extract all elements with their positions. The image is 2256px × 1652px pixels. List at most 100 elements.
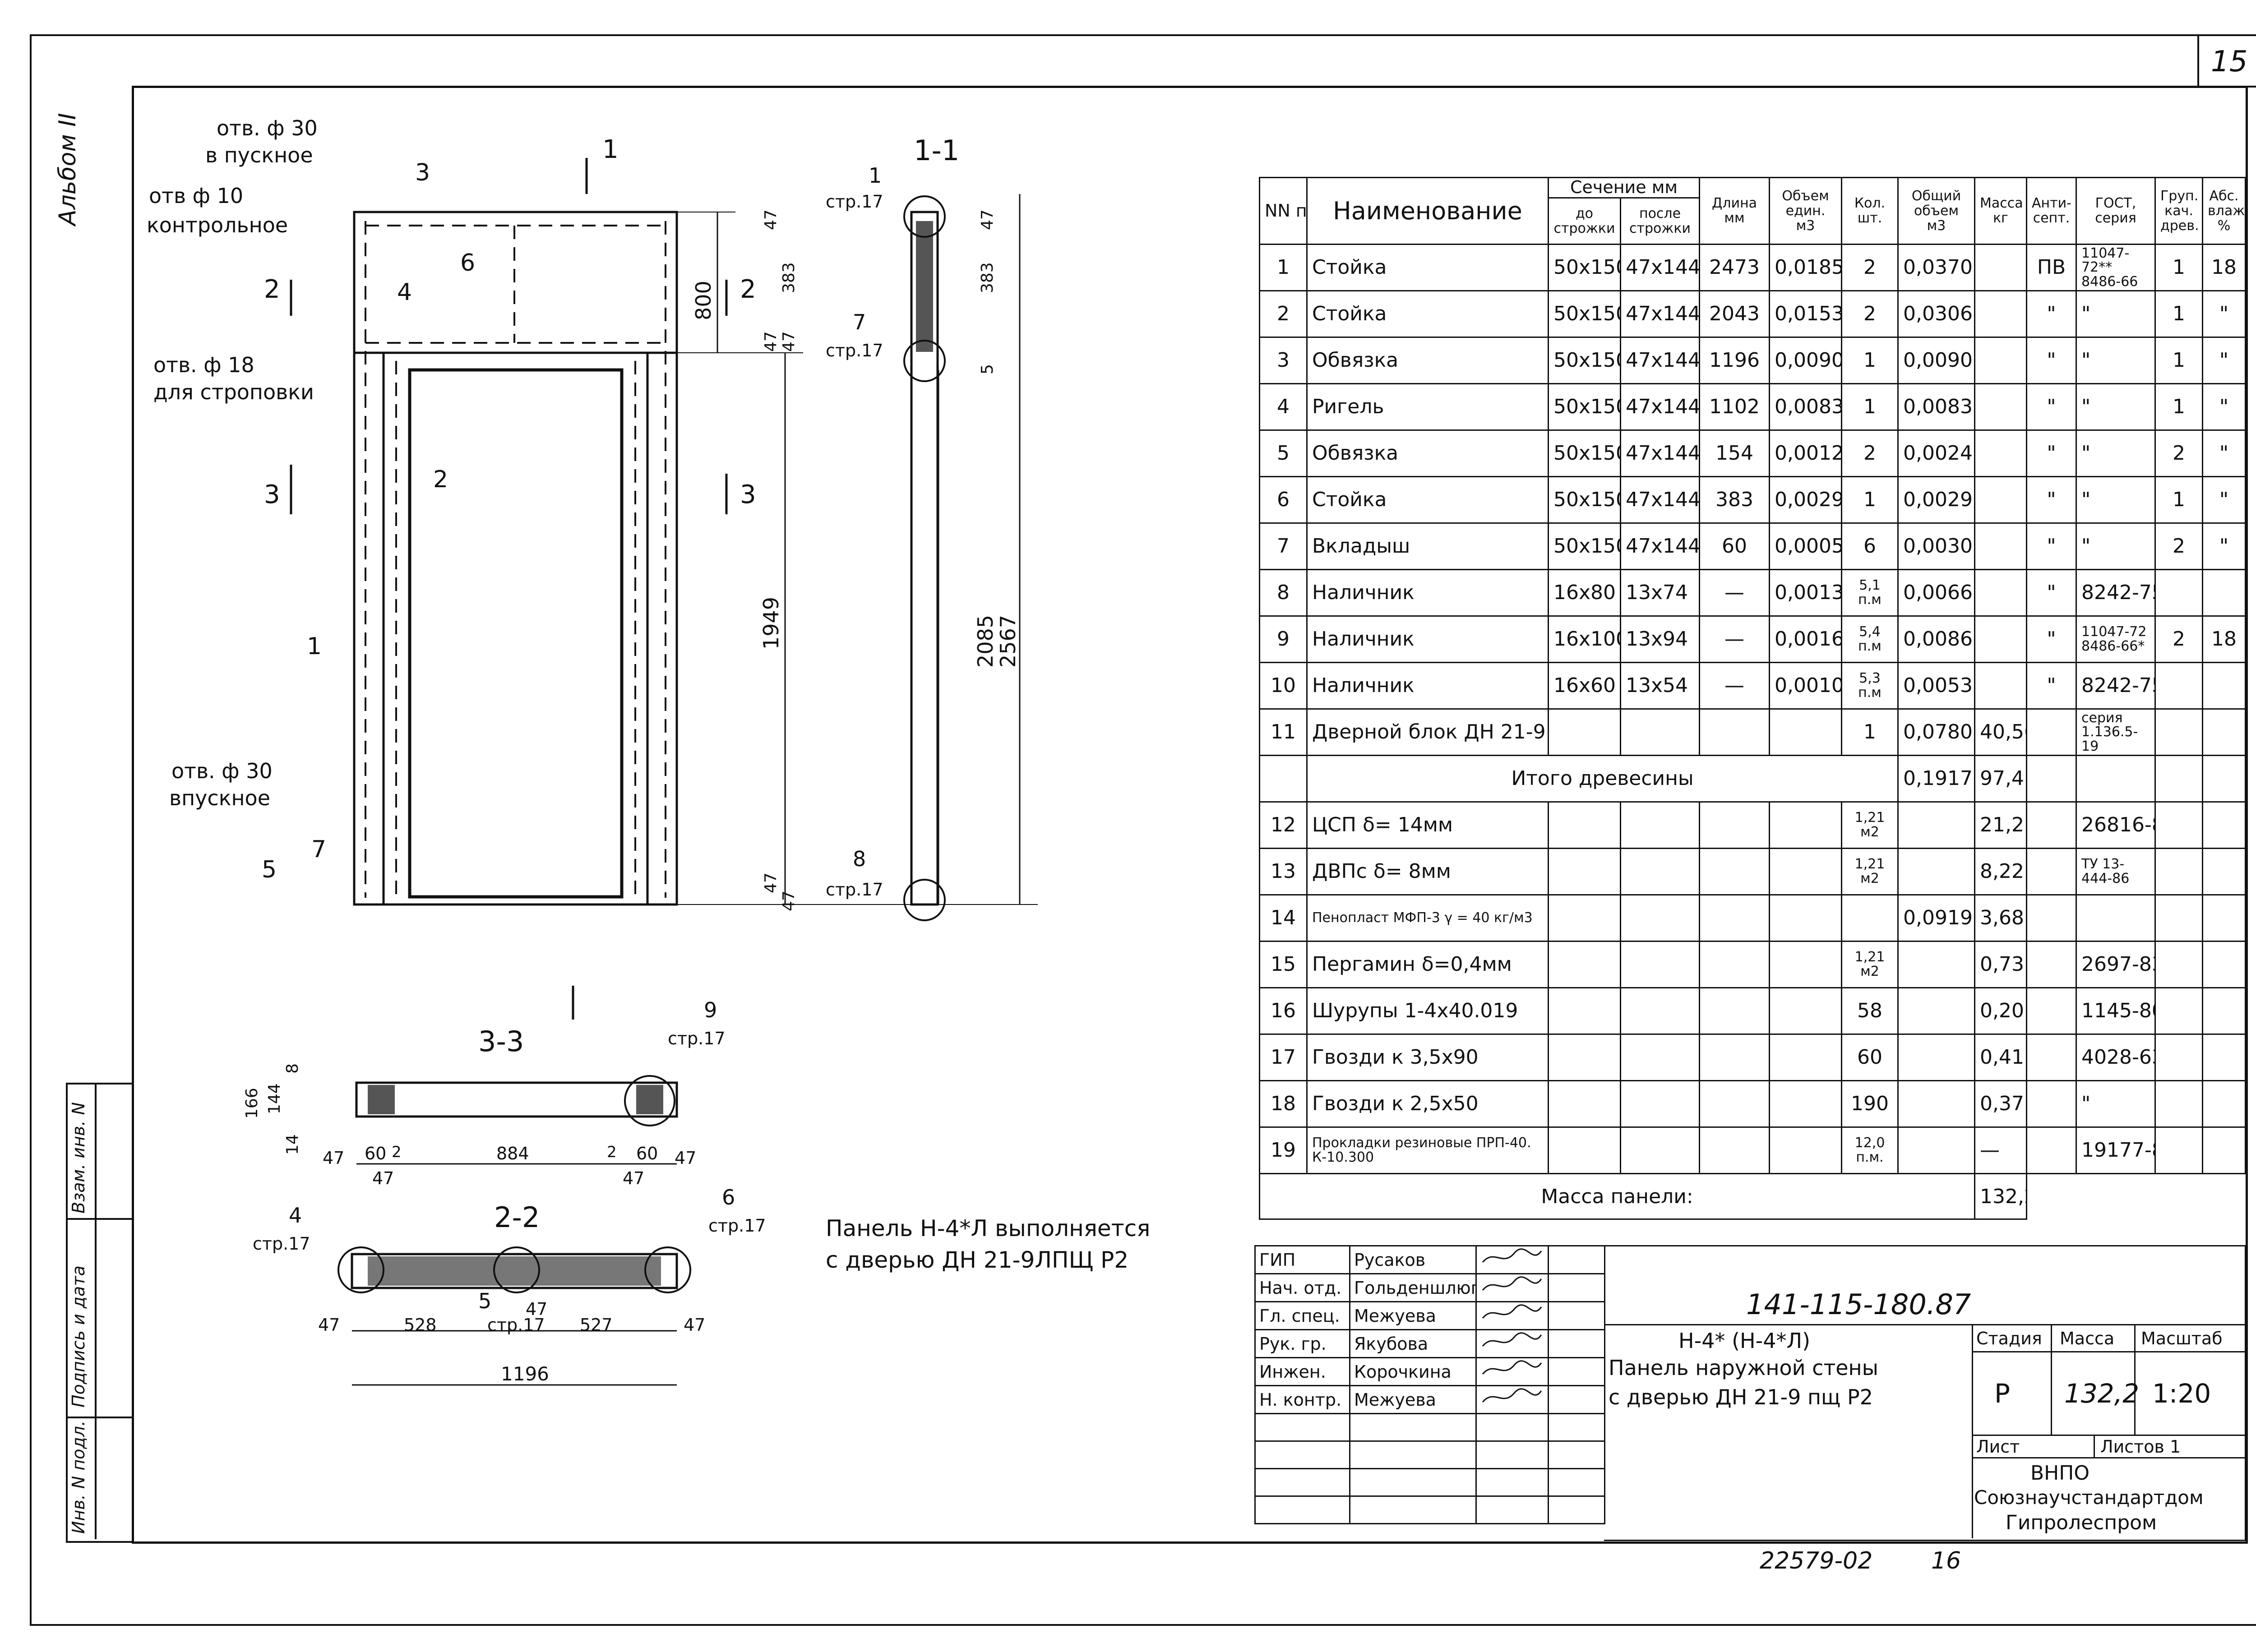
row-gost xyxy=(2076,894,2156,942)
header-moisture: Абс. влаж % xyxy=(2202,177,2247,245)
row-gost: 26816-86 xyxy=(2076,801,2156,849)
row-qty: 1,21 м2 xyxy=(1841,847,1899,895)
section-2-2-dim-47-mid: 47 xyxy=(526,1299,547,1319)
row-mass xyxy=(1974,383,2028,431)
panel-mass-row: Масса панели: 132,2 xyxy=(1258,1172,2246,1220)
row-section-after: 47x144 xyxy=(1619,383,1701,431)
row-moisture: " xyxy=(2202,290,2247,338)
row-qty: 2 xyxy=(1841,243,1899,291)
row-unit-volume: 0,0083 xyxy=(1769,383,1843,431)
note-line-1: Панель Н-4*Л выполняется xyxy=(826,1215,1150,1241)
row-total-volume: 0,0090 xyxy=(1897,336,1976,384)
section-3-3-ref-sheet: стр.17 xyxy=(668,1029,726,1048)
row-pos: 12 xyxy=(1259,801,1308,849)
row-mass: — xyxy=(1974,1126,2028,1174)
sheets-label: Листов 1 xyxy=(2100,1437,2181,1457)
signature-row: Инжен.Корочкина xyxy=(1254,1357,1605,1386)
row-section-after: 47x144 xyxy=(1619,522,1701,570)
row-qty: 1 xyxy=(1841,336,1899,384)
row-gost: 4028-63* xyxy=(2076,1033,2156,1081)
section-2-2-dim-527: 527 xyxy=(580,1315,613,1335)
row-gost: " xyxy=(2076,383,2156,431)
section-mark-2-right: 2 xyxy=(740,275,756,304)
signature-mark xyxy=(1475,1357,1549,1386)
row-qty: 1,21 м2 xyxy=(1841,801,1899,849)
panel-mass-label: Масса панели: xyxy=(1258,1172,1976,1220)
signature-name: Корочкина xyxy=(1349,1357,1477,1386)
row-length: 2043 xyxy=(1699,290,1771,338)
row-unit-volume xyxy=(1769,708,1843,756)
spec-table: NN поз. Наименование Сечение мм Длина мм… xyxy=(1258,177,2247,1220)
row-antisept: " xyxy=(2026,568,2077,617)
row-unit-volume: 0,0005 xyxy=(1769,522,1843,570)
spec-row: 3Обвязка50x15047x14411960,009010,0090""1… xyxy=(1259,336,2247,384)
callout-hole10: отв ф 10 xyxy=(149,184,243,208)
row-group: 1 xyxy=(2154,336,2204,384)
section-1-1-dim-47-mid-a: 47 xyxy=(762,331,780,352)
row-group: 2 xyxy=(2154,522,2204,570)
section-2-2-dim-47-right: 47 xyxy=(684,1315,705,1335)
row-section-after: 13x54 xyxy=(1619,661,1701,710)
section-1-1-dim-47-top: 47 xyxy=(762,209,780,230)
row-unit-volume: 0,0016 xyxy=(1769,615,1843,663)
row-section-before: 16x100 xyxy=(1548,615,1621,663)
signature-row: Гл. спец.Межуева xyxy=(1254,1301,1605,1330)
row-total-volume xyxy=(1897,940,1976,988)
row-length: — xyxy=(1699,661,1771,710)
row-total-volume xyxy=(1897,1126,1976,1174)
sheet-outer-border xyxy=(30,34,2256,1626)
row-mass xyxy=(1974,615,2028,663)
row-unit-volume: 0,0090 xyxy=(1769,336,1843,384)
row-section-after: 47x144 xyxy=(1619,243,1701,291)
footer-page: 16 xyxy=(1931,1547,1961,1574)
row-mass xyxy=(1974,336,2028,384)
stamp-vertical xyxy=(95,1083,97,1539)
row-name: Прокладки резиновые ПРП-40. К-10.300 xyxy=(1306,1126,1549,1174)
section-3-3-dim-47-left-b: 47 xyxy=(372,1168,394,1188)
row-pos: 7 xyxy=(1259,522,1308,570)
section-1-1-title: 1-1 xyxy=(914,134,959,167)
callout-hole30-top-sub: в пускное xyxy=(205,143,313,167)
callout-hole30-bottom: отв. ф 30 xyxy=(171,759,273,783)
row-section-after: 47x144 xyxy=(1619,429,1701,477)
row-unit-volume: 0,0012 xyxy=(1769,429,1843,477)
footer-code: 22579-02 xyxy=(1760,1547,1873,1574)
row-total-volume: 0,0066 xyxy=(1897,568,1976,617)
row-qty: 5,4 п.м xyxy=(1841,615,1899,663)
title-line-2: с дверью ДН 21-9 пщ Р2 xyxy=(1609,1385,1873,1409)
row-antisept: " xyxy=(2026,290,2077,338)
row-section-before: 50x150 xyxy=(1548,475,1621,524)
row-pos: 5 xyxy=(1259,429,1308,477)
dim-800: 800 xyxy=(691,281,716,320)
row-moisture: 18 xyxy=(2202,615,2247,663)
row-gost: ТУ 13-444-86 xyxy=(2076,847,2156,895)
row-qty: 2 xyxy=(1841,429,1899,477)
section-3-3-dim-47-right-a: 47 xyxy=(623,1168,644,1188)
org-line-3: Гипролеспром xyxy=(2006,1511,2157,1534)
header-qty: Кол. шт. xyxy=(1841,177,1899,245)
row-length: 1196 xyxy=(1699,336,1771,384)
callout-hole18-sub: для строповки xyxy=(153,380,314,404)
row-total-volume: 0,0029 xyxy=(1897,475,1976,524)
row-name: Гвозди к 2,5х50 xyxy=(1306,1080,1549,1128)
callout-hole30-bottom-sub: впускное xyxy=(169,786,270,810)
section-1-1-ref-1: 1 xyxy=(869,163,882,188)
row-name: Наличник xyxy=(1306,661,1549,710)
row-qty: 1,21 м2 xyxy=(1841,940,1899,988)
section-1-1-dim-47-bottom-a: 47 xyxy=(762,872,780,893)
section-1-1-ref-8-sheet: стр.17 xyxy=(826,880,883,900)
row-gost: " xyxy=(2076,1080,2156,1128)
signature-row: Н. контр.Межуева xyxy=(1254,1385,1605,1414)
row-section-after: 13x74 xyxy=(1619,568,1701,617)
signature-row: Рук. гр.Якубова xyxy=(1254,1329,1605,1358)
row-name: Дверной блок ДН 21-9 ПЩ Р2 xyxy=(1306,708,1549,756)
row-name: ДВПс δ= 8мм xyxy=(1306,847,1549,895)
section-mark-2-left: 2 xyxy=(264,275,280,304)
row-name: Стойка xyxy=(1306,475,1549,524)
row-section-before: 50x150 xyxy=(1548,522,1621,570)
row-mass: 0,37 xyxy=(1974,1080,2028,1128)
